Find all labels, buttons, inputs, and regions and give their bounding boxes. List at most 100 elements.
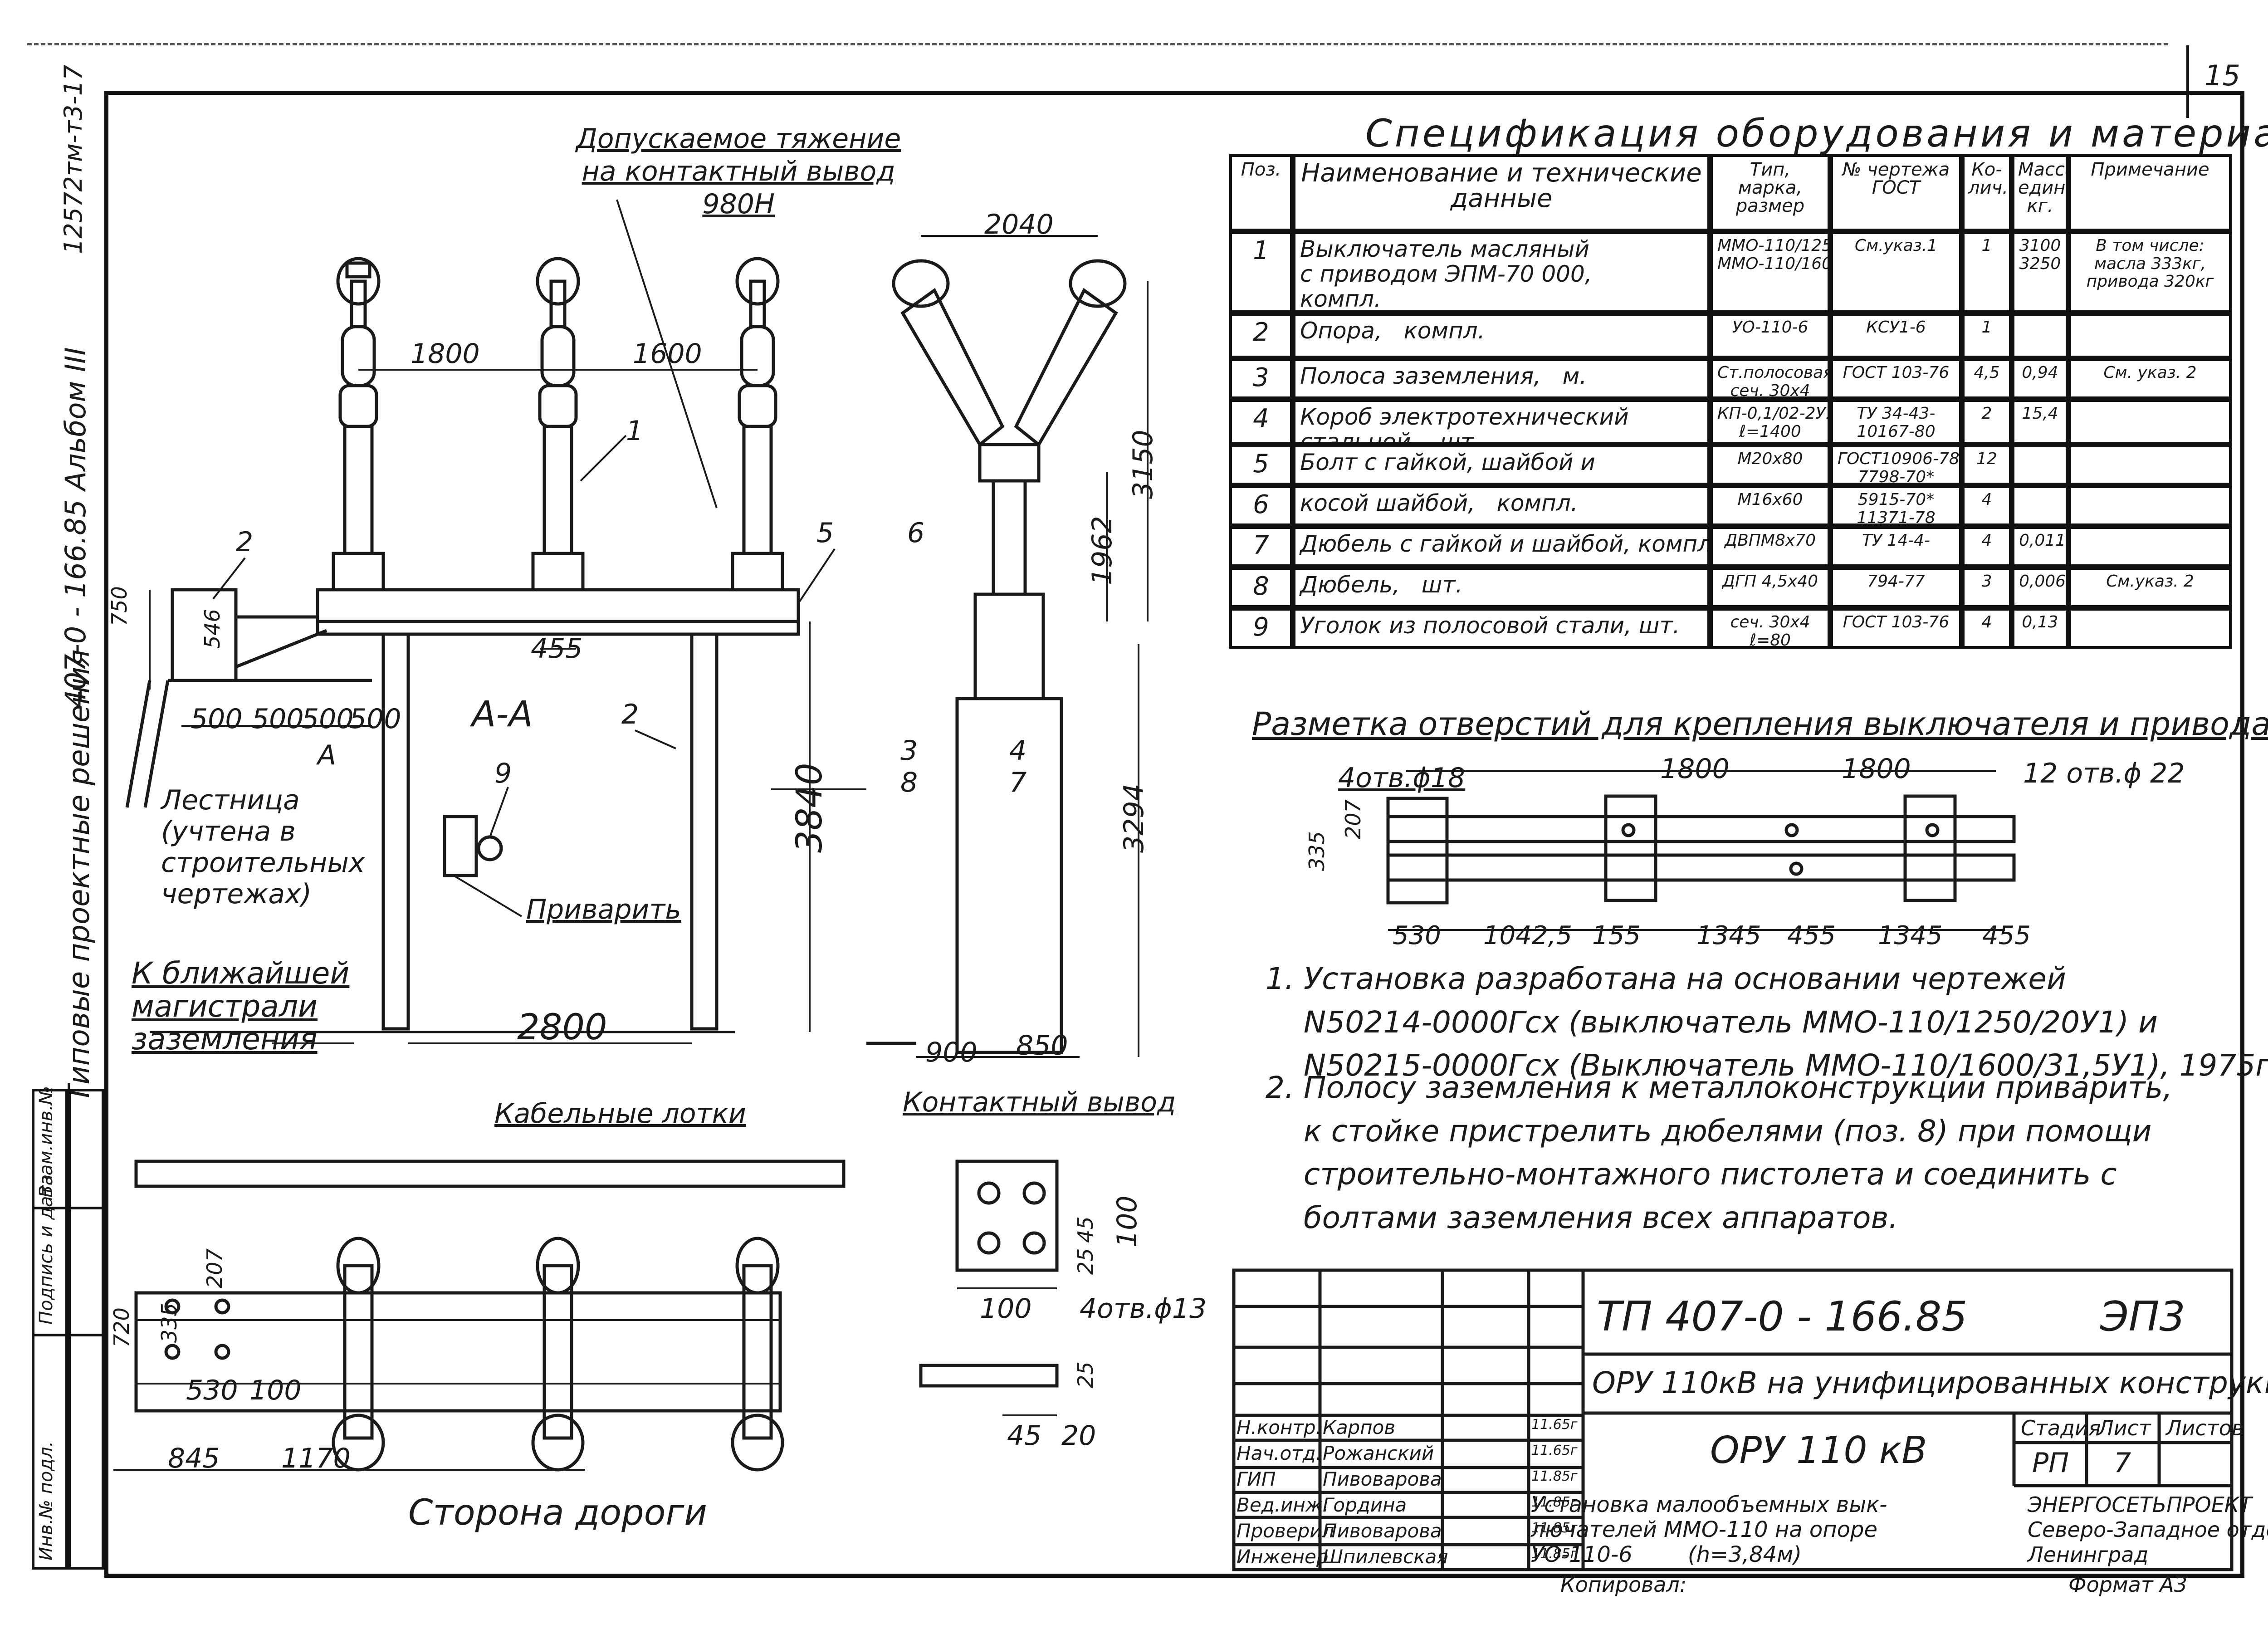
spec-cell-qty: 4,5 (1962, 358, 2012, 399)
side-dim-3150: 3150 (1127, 430, 1159, 499)
spec-cell-name: Короб электротехнический стальной, шт. (1293, 399, 1710, 445)
person-date: 11.85г (1531, 1520, 1578, 1536)
doc-subject: ОРУ 110кВ на унифицированных конструкция… (1592, 1365, 2268, 1400)
plan-dim-100: 100 (249, 1375, 302, 1406)
spec-cell-gost: См.указ.1 (1830, 231, 1962, 313)
spec-cell-type: ДВПМ8х70 (1710, 526, 1830, 567)
callout-5: 5 (816, 517, 834, 549)
spec-cell-mass (2012, 445, 2068, 485)
person-name: Пивоварова (1323, 1520, 1442, 1542)
spec-cell-note: См.указ. 2 (2068, 567, 2232, 608)
side-dim-2040: 2040 (984, 209, 1054, 240)
plan-dim-1170: 1170 (281, 1443, 351, 1474)
markup-title: Разметка отверстий для крепления выключа… (1252, 705, 2268, 743)
person-date: 11.85г (1531, 1546, 1578, 1562)
callout-6: 6 (907, 517, 925, 549)
spec-cell-name: Болт с гайкой, шайбой и (1293, 445, 1710, 485)
ground-label: К ближайшей магистрали заземления (132, 956, 350, 1057)
tension-label: Допускаемое тяжение на контактный вывод … (576, 123, 901, 220)
spec-title: Спецификация оборудования и материалов (1365, 111, 2268, 156)
term-dim-100w: 100 (980, 1293, 1032, 1325)
sheet-corner (2186, 45, 2189, 118)
format-label: Формат А3 (2068, 1572, 2187, 1597)
spec-cell-pos: 2 (1229, 313, 1293, 358)
side-dim-1962: 1962 (1086, 516, 1118, 585)
callout-4: 4 (1009, 735, 1027, 767)
spec-cell-gost: КСУ1-6 (1830, 313, 1962, 358)
callout-3: 3 (900, 735, 918, 767)
stage-label: Стадия (2021, 1416, 2101, 1440)
stamp-col-1 (32, 1089, 68, 1570)
spec-cell-qty: 1 (1962, 231, 2012, 313)
markup-holes-left: 4отв.ϕ18 (1338, 762, 1466, 794)
plan-dim-720: 720 (109, 1307, 134, 1347)
spec-cell-type: сеч. 30х4 ℓ=80 (1710, 608, 1830, 649)
arrow-label: А (318, 739, 337, 771)
spec-cell-type: Ст.полосовая сеч. 30х4 (1710, 358, 1830, 399)
term-dim-25: 25 (1073, 1248, 1098, 1275)
plan-dim-845: 845 (168, 1443, 220, 1474)
stamp-split-1 (32, 1334, 104, 1336)
person-name: Шпилевская (1323, 1546, 1448, 1568)
spec-cell-name: Уголок из полосовой стали, шт. (1293, 608, 1710, 649)
spec-cell-name: Полоса заземления, м. (1293, 358, 1710, 399)
spec-cell-gost: ГОСТ 103-76 (1830, 608, 1962, 649)
spec-cell-pos: 4 (1229, 399, 1293, 445)
person-name: Карпов (1323, 1416, 1396, 1438)
markup-bottom-dim: 455 (1982, 921, 2031, 950)
drawing-frame (104, 91, 2244, 1578)
spec-cell-mass: 0,94 (2012, 358, 2068, 399)
plan-dim-335: 335 (157, 1303, 181, 1343)
spec-cell-qty: 12 (1962, 445, 2012, 485)
title-block-lines (1232, 1268, 2234, 1571)
person-date: 11.65г (1531, 1443, 1578, 1458)
term-dim-45b: 45 (1007, 1420, 1042, 1452)
markup-bottom-dim: 1345 (1878, 921, 1943, 950)
spec-cell-type: ММО-110/1250/20У1 ММО-110/1600/31,5У1 (1710, 231, 1830, 313)
spec-cell-mass: 0,006 (2012, 567, 2068, 608)
spec-cell-gost: 5915-70* 11371-78 (1830, 485, 1962, 526)
spec-cell-mass: 0,13 (2012, 608, 2068, 649)
front-dim-1600: 1600 (633, 338, 702, 370)
stage-value: РП (2032, 1447, 2069, 1479)
markup-bottom-dim: 455 (1787, 921, 1836, 950)
spec-cell-name: Дюбель, шт. (1293, 567, 1710, 608)
spec-cell-note (2068, 485, 2232, 526)
side-dim-3294: 3294 (1118, 783, 1150, 853)
doc-desc: Установка малообъемных вык- лючателей ММ… (1531, 1492, 1887, 1568)
callout-2b: 2 (621, 699, 639, 730)
spec-cell-gost: 794-77 (1830, 567, 1962, 608)
spec-header-note: Примечание (2068, 154, 2232, 231)
spec-cell-qty: 4 (1962, 485, 2012, 526)
terminal-detail-drawing (919, 1159, 1059, 1416)
front-dim-455: 455 (531, 633, 583, 665)
spec-cell-qty: 4 (1962, 526, 2012, 567)
spec-cell-mass (2012, 485, 2068, 526)
markup-drawing (1386, 770, 2016, 931)
person-name: Рожанский (1323, 1442, 1434, 1464)
markup-holes-right: 12 отв.ϕ 22 (2023, 758, 2185, 789)
markup-bottom-dim: 155 (1592, 921, 1641, 950)
markup-bottom-dim: 1345 (1696, 921, 1761, 950)
note-2: 2. Полосу заземления к металлоконструкци… (1266, 1070, 2173, 1236)
spec-cell-qty: 1 (1962, 313, 2012, 358)
stamp-col-2 (68, 1089, 104, 1570)
spec-header-gost: № чертежа ГОСТ (1830, 154, 1962, 231)
spec-cell-qty: 3 (1962, 567, 2012, 608)
side-view-drawing (771, 235, 1149, 1058)
road-label: Сторона дороги (408, 1492, 708, 1533)
side-dim-850: 850 (1016, 1030, 1068, 1062)
spec-cell-name: косой шайбой, компл. (1293, 485, 1710, 526)
spec-header-qty: Ко-лич. (1962, 154, 2012, 231)
front-view-drawing (125, 199, 836, 1044)
top-dash-line (27, 43, 2168, 45)
spec-cell-mass: 15,4 (2012, 399, 2068, 445)
section-label: А-А (472, 694, 533, 735)
spec-cell-gost: ГОСТ 103-76 (1830, 358, 1962, 399)
markup-dim-335: 335 (1305, 831, 1329, 871)
pole-left (332, 257, 385, 592)
spec-cell-note (2068, 313, 2232, 358)
spec-header-name: Наименование и технические данные (1293, 154, 1710, 231)
spec-cell-mass: 3100 3250 (2012, 231, 2068, 313)
